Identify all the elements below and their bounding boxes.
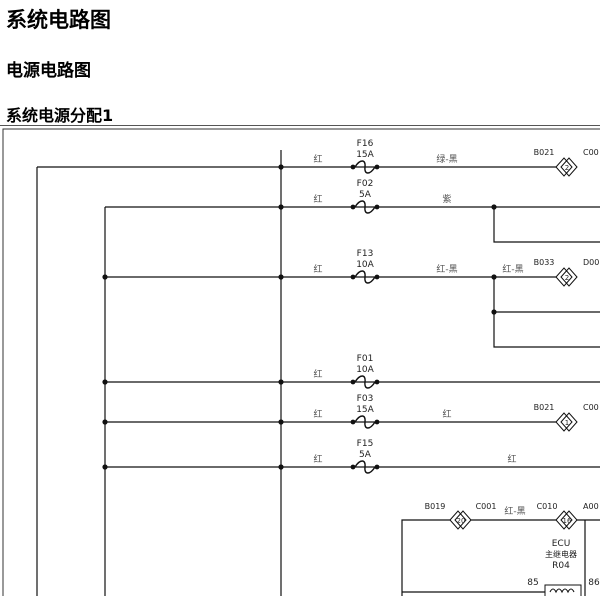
junction-dot <box>102 379 108 385</box>
relay-pin-left: 85 <box>527 578 538 588</box>
fuse-f13-id: F13 <box>357 249 374 259</box>
connector-label: C00 <box>583 403 599 412</box>
fuse-f15-rating: 5A <box>359 450 372 460</box>
subsection-title: 系统电源分配1 <box>6 106 114 125</box>
relay-name: ECU <box>552 539 571 549</box>
connector-pin-symbol: 16 <box>555 510 578 530</box>
connector-label: C001 <box>476 502 497 511</box>
fuse-f13-rating: 10A <box>356 260 374 270</box>
section-title: 电源电路图 <box>6 61 91 81</box>
relay-pin-right: 86 <box>588 578 600 588</box>
junction-dot <box>278 274 284 280</box>
connector-label: B021 <box>534 403 555 412</box>
junction-dot <box>278 164 284 170</box>
fuse-f15-id: F15 <box>357 439 374 449</box>
fuse-f01-id: F01 <box>357 354 374 364</box>
wire-color-label: 红 <box>313 153 322 165</box>
fuse-f16-rating: 15A <box>356 150 374 160</box>
wire-color-label: 红 <box>507 453 516 465</box>
connector-pin-symbol: 2 <box>555 157 578 177</box>
junction-dot <box>278 204 284 210</box>
fuse-f03-rating: 15A <box>356 405 374 415</box>
connector-pin-number: 20 <box>457 517 466 525</box>
fuse-f03-id: F03 <box>357 394 374 404</box>
junction-dot <box>102 464 108 470</box>
wire-color-label: 红 <box>313 263 322 275</box>
junction-dot <box>278 464 284 470</box>
fuse-f16-id: F16 <box>357 139 374 149</box>
wire-color-label: 红-黑 <box>504 505 525 517</box>
wire-color-label: 红 <box>313 408 322 420</box>
junction-dot <box>102 419 108 425</box>
wire-color-label: 红-黑 <box>502 263 523 275</box>
wire-color-label: 红 <box>442 408 451 420</box>
wire-color-label: 红 <box>313 193 322 205</box>
connector-pin-symbol: 20 <box>449 510 472 530</box>
junction-dot <box>278 419 284 425</box>
connector-pin-number: 1 <box>565 419 569 427</box>
connector-label: C010 <box>537 502 558 511</box>
connector-pin-symbol: 1 <box>555 412 578 432</box>
junction-dot <box>278 379 284 385</box>
relay-code: R04 <box>552 561 570 571</box>
connector-label: B021 <box>534 148 555 157</box>
junction-dot <box>491 204 497 210</box>
connector-pin-number: 2 <box>565 274 569 282</box>
wire-f02-branch <box>493 207 600 243</box>
relay-coil-symbol <box>544 584 582 596</box>
fuse-f01-symbol <box>350 375 380 389</box>
fuse-f03-symbol <box>350 415 380 429</box>
fuse-f01-rating: 10A <box>356 365 374 375</box>
diagram-frame <box>2 128 600 596</box>
connector-pin-number: 2 <box>565 164 569 172</box>
wire-color-label: 绿-黑 <box>436 153 457 165</box>
title-divider <box>0 125 600 126</box>
junction-dot <box>102 274 108 280</box>
connector-pin-number: 16 <box>563 517 572 525</box>
wire-f13-branch <box>493 277 600 348</box>
wire-color-label: 红 <box>313 368 322 380</box>
connector-label: C00 <box>583 148 599 157</box>
wire-color-label: 红-黑 <box>436 263 457 275</box>
fuse-f02-symbol <box>350 200 380 214</box>
fuse-f02-id: F02 <box>357 179 374 189</box>
junction-dot <box>491 274 497 280</box>
junction-dot <box>491 309 497 315</box>
fuse-f02-rating: 5A <box>359 190 372 200</box>
relay-description: 主继电器 <box>545 549 577 559</box>
fuse-f13-symbol <box>350 270 380 284</box>
page-title: 系统电路图 <box>6 8 111 32</box>
connector-label: B033 <box>534 258 555 267</box>
wire-color-label: 红 <box>313 453 322 465</box>
fuse-f16-symbol <box>350 160 380 174</box>
connector-label: A00 <box>583 502 599 511</box>
wire-color-label: 紫 <box>442 194 451 205</box>
connector-label: B019 <box>425 502 446 511</box>
connector-label: D00 <box>583 258 599 267</box>
wire-c4-left <box>401 519 455 596</box>
fuse-f15-symbol <box>350 460 380 474</box>
connector-pin-symbol: 2 <box>555 267 578 287</box>
